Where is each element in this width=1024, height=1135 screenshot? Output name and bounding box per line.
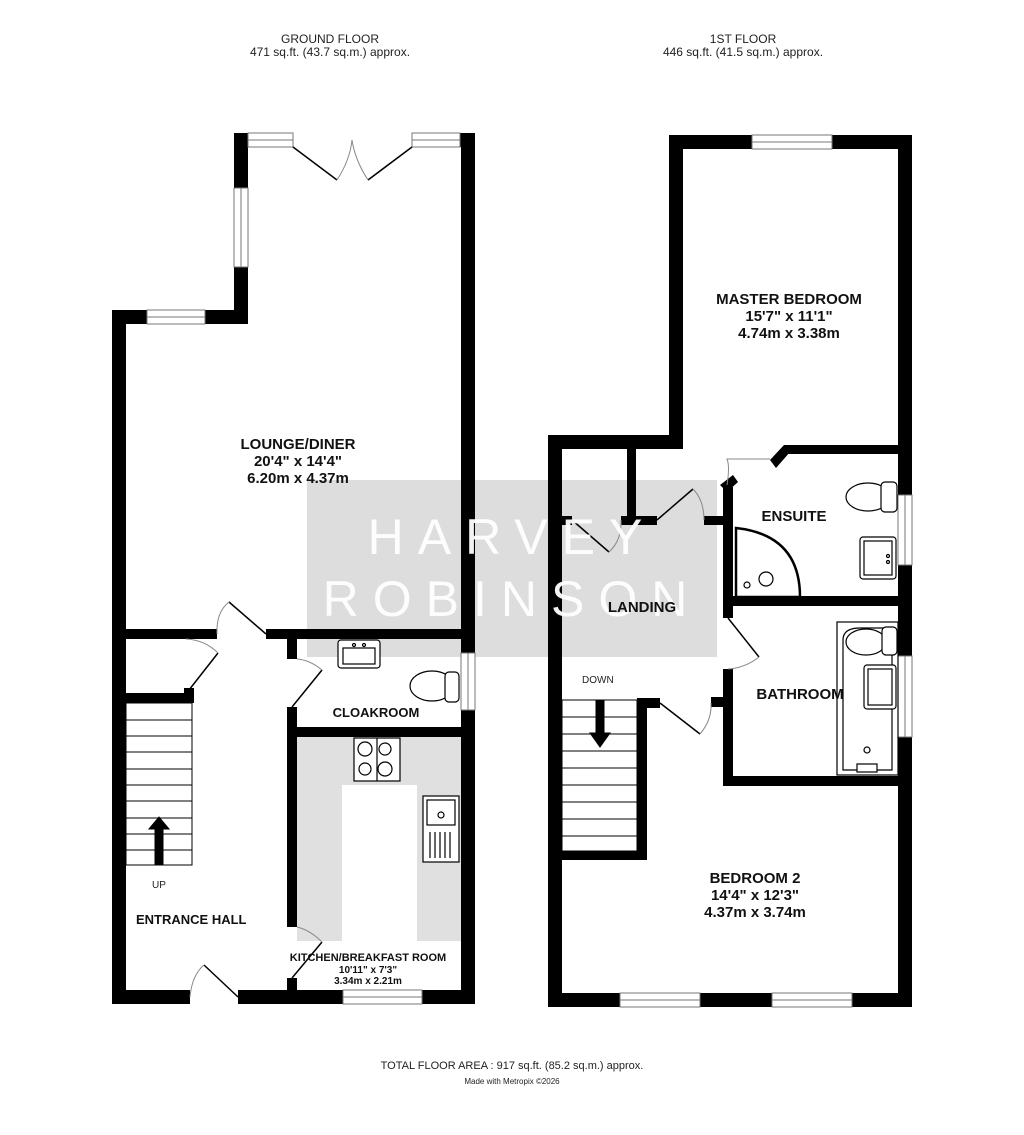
ground-floor-heading: GROUND FLOOR 471 sq.ft. (43.7 sq.m.) app… bbox=[180, 33, 480, 59]
room-name: LANDING bbox=[607, 599, 677, 616]
room-name: ENTRANCE HALL bbox=[136, 912, 247, 927]
first-floor-area: 446 sq.ft. (41.5 sq.m.) approx. bbox=[662, 45, 824, 59]
room-imperial: 10'11" x 7'3" bbox=[338, 965, 398, 976]
room-name: CLOAKROOM bbox=[332, 705, 420, 720]
room-metric: 3.34m x 2.21m bbox=[334, 976, 402, 987]
room-master-bedroom: MASTER BEDROOM 15'7" x 11'1" 4.74m x 3.3… bbox=[689, 291, 889, 342]
room-name: ENSUITE bbox=[761, 508, 827, 525]
first-floor-heading: 1ST FLOOR 446 sq.ft. (41.5 sq.m.) approx… bbox=[593, 33, 893, 59]
room-landing: LANDING bbox=[592, 599, 692, 616]
ground-floor-area: 471 sq.ft. (43.7 sq.m.) approx. bbox=[249, 45, 411, 59]
kitchen-units bbox=[297, 737, 461, 941]
watermark-line-1: HARVEY bbox=[367, 509, 657, 565]
room-name: BATHROOM bbox=[756, 686, 844, 703]
room-imperial: 15'7" x 11'1" bbox=[745, 308, 833, 325]
room-entrance-hall: ENTRANCE HALL bbox=[136, 912, 276, 927]
room-bedroom-2: BEDROOM 2 14'4" x 12'3" 4.37m x 3.74m bbox=[660, 870, 850, 921]
room-cloakroom: CLOAKROOM bbox=[296, 705, 456, 720]
ground-floor-stairs bbox=[125, 702, 193, 866]
first-floor-title: 1ST FLOOR bbox=[709, 32, 777, 46]
ground-floor-windows bbox=[146, 132, 476, 1005]
room-metric: 4.74m x 3.38m bbox=[738, 325, 840, 342]
watermark-box bbox=[307, 480, 717, 657]
room-name: LOUNGE/DINER bbox=[240, 436, 356, 453]
stairs-up-label: UP bbox=[152, 880, 166, 891]
first-floor-doors bbox=[571, 458, 770, 735]
stairs-down-label: DOWN bbox=[582, 675, 614, 686]
cloakroom-fixtures bbox=[337, 639, 460, 703]
first-floor-walls bbox=[548, 135, 912, 1007]
first-floor-stairs bbox=[561, 699, 638, 852]
room-name: KITCHEN/BREAKFAST ROOM bbox=[289, 952, 447, 964]
room-kitchen-breakfast: KITCHEN/BREAKFAST ROOM 10'11" x 7'3" 3.3… bbox=[278, 952, 458, 987]
room-ensuite: ENSUITE bbox=[744, 508, 844, 525]
room-name: BEDROOM 2 bbox=[709, 870, 801, 887]
ground-floor-walls bbox=[112, 133, 475, 1004]
room-name: MASTER BEDROOM bbox=[716, 291, 862, 308]
watermark-line-2: ROBINSON bbox=[322, 571, 702, 627]
first-floor-plan bbox=[548, 134, 913, 1008]
ensuite-fixtures bbox=[734, 481, 898, 599]
bathroom-fixtures bbox=[836, 621, 899, 776]
ground-floor-title: GROUND FLOOR bbox=[280, 32, 379, 46]
ground-floor-doors bbox=[185, 139, 413, 998]
room-imperial: 14'4" x 12'3" bbox=[710, 887, 800, 904]
kitchen-fixtures bbox=[353, 737, 460, 863]
ground-floor-plan bbox=[112, 132, 476, 1005]
room-metric: 4.37m x 3.74m bbox=[704, 904, 806, 921]
room-imperial: 20'4" x 14'4" bbox=[253, 453, 343, 470]
room-metric: 6.20m x 4.37m bbox=[247, 470, 349, 487]
metropix-credit: Made with Metropix ©2026 bbox=[464, 1077, 560, 1086]
total-floor-area: TOTAL FLOOR AREA : 917 sq.ft. (85.2 sq.m… bbox=[380, 1060, 644, 1072]
room-bathroom: BATHROOM bbox=[740, 686, 860, 703]
first-floor-windows bbox=[619, 134, 913, 1008]
room-lounge-diner: LOUNGE/DINER 20'4" x 14'4" 6.20m x 4.37m bbox=[198, 436, 398, 487]
